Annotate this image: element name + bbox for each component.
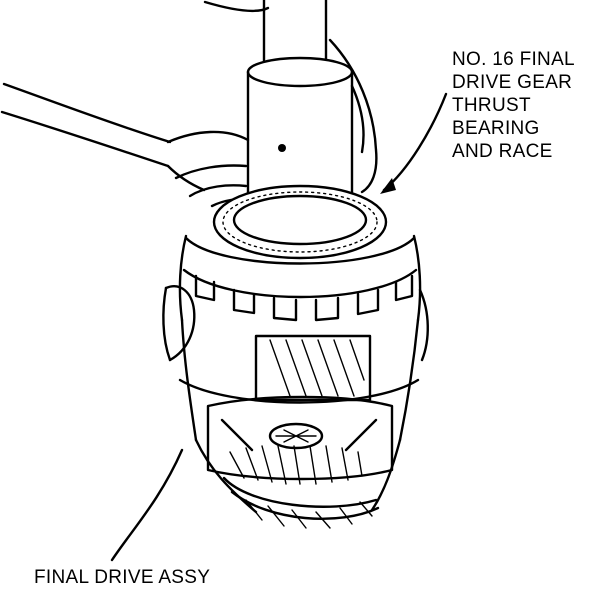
- thrust-bearing-callout: NO. 16 FINAL DRIVE GEAR THRUST BEARING A…: [452, 48, 575, 163]
- callout-line: AND RACE: [452, 141, 553, 162]
- installer-shaft: [262, 0, 328, 68]
- final-drive-callout: FINAL DRIVE ASSY: [34, 567, 211, 588]
- technician-hand: [0, 0, 378, 208]
- callout-line: NO. 16 FINAL: [452, 49, 575, 70]
- callout-line: BEARING: [452, 118, 540, 139]
- leader-lines: [110, 92, 448, 562]
- differential-case: [162, 234, 429, 529]
- thrust-bearing-race: [212, 184, 388, 260]
- callout-line: DRIVE GEAR: [452, 72, 573, 93]
- callout-line: THRUST: [452, 95, 531, 116]
